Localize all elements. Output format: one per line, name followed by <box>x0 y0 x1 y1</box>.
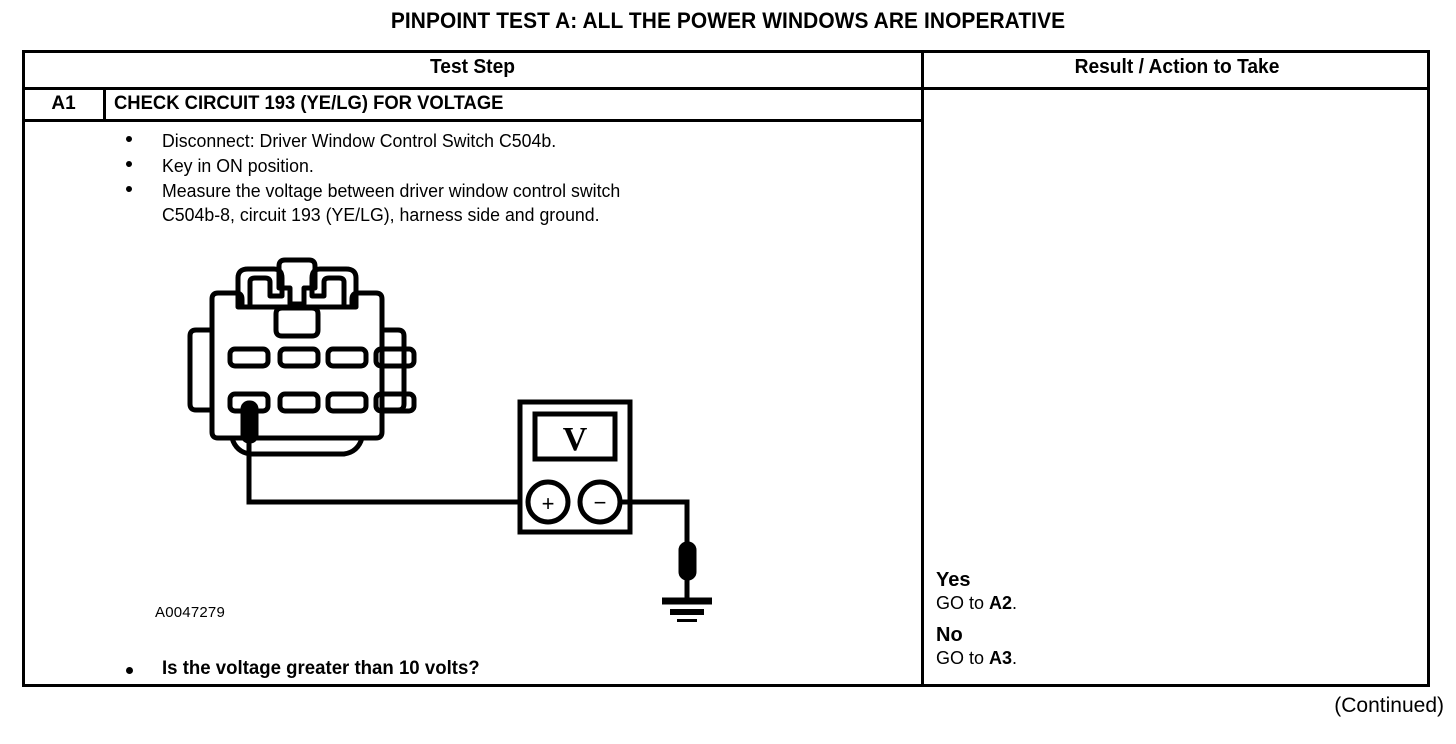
pinpoint-test-table <box>22 50 1430 687</box>
result-action-no: GO to A3. <box>936 647 1416 670</box>
instruction-text: Disconnect: Driver Window Control Switch… <box>162 131 557 151</box>
list-item: Key in ON position. <box>120 154 880 178</box>
connector-left-flange <box>187 327 215 413</box>
negative-test-lead <box>620 499 690 547</box>
result-label-yes: Yes <box>936 569 971 591</box>
page-title: PINPOINT TEST A: ALL THE POWER WINDOWS A… <box>390 8 1066 33</box>
result-action-suffix: . <box>1012 593 1018 613</box>
bullet-dot-icon <box>126 136 132 142</box>
instruction-text: Measure the voltage between driver windo… <box>162 181 621 201</box>
figure-id: A0047279 <box>155 604 226 621</box>
bullet-dot-icon <box>126 186 132 192</box>
wiring-test-figure: V + − <box>150 252 770 622</box>
connector-latch-right-arm <box>309 266 359 310</box>
voltmeter-positive-label: + <box>542 491 555 516</box>
voltmeter-negative-label: − <box>594 490 607 515</box>
column-header-result-action: Result / Action to Take <box>1074 56 1280 78</box>
question-text: Is the voltage greater than 10 volts? <box>162 658 480 679</box>
voltmeter-display-label: V <box>563 421 588 458</box>
result-action-prefix: GO to <box>936 648 990 668</box>
result-action-suffix: . <box>1012 648 1018 668</box>
continued-note: (Continued) <box>1334 694 1444 717</box>
column-header-test-step: Test Step <box>429 56 515 78</box>
step-title-rule <box>22 119 921 122</box>
step-instruction-list: Disconnect: Driver Window Control Switch… <box>120 129 880 228</box>
step-question: Is the voltage greater than 10 volts? <box>120 658 880 680</box>
list-item: Measure the voltage between driver windo… <box>120 179 880 227</box>
list-item: Disconnect: Driver Window Control Switch… <box>120 129 880 153</box>
figure-svg: V + − <box>187 257 712 622</box>
result-action-list: Yes GO to A2. No GO to A3. <box>936 568 1416 678</box>
connector-latch-left-arm <box>235 266 285 310</box>
step-title: CHECK CIRCUIT 193 (YE/LG) FOR VOLTAGE <box>114 93 504 114</box>
result-action-target[interactable]: A2 <box>989 593 1013 613</box>
result-action-prefix: GO to <box>936 593 990 613</box>
instruction-text: Key in ON position. <box>162 156 314 176</box>
connector-latch-square <box>273 305 321 339</box>
step-id-divider <box>103 90 106 119</box>
bullet-dot-icon <box>126 161 132 167</box>
voltmeter-positive-terminal <box>525 479 571 525</box>
result-action-target[interactable]: A3 <box>989 648 1013 668</box>
pin-cavity <box>227 346 271 369</box>
pin-cavity <box>373 346 417 369</box>
pin-cavity <box>373 391 417 414</box>
probe-tip-icon <box>240 400 259 444</box>
connector-latch-post <box>276 257 318 307</box>
pin-cavity <box>277 346 321 369</box>
voltmeter-display <box>532 411 618 462</box>
column-divider <box>921 50 924 687</box>
pin-cavity <box>325 391 369 414</box>
pin-cavity <box>325 346 369 369</box>
connector-bottom-skirt <box>229 435 365 457</box>
step-id: A1 <box>51 93 76 114</box>
ground-probe-tip-icon <box>678 541 697 581</box>
instruction-text-continuation: C504b-8, circuit 193 (YE/LG), harness si… <box>162 205 600 225</box>
voltmeter-body <box>517 399 633 535</box>
bullet-dot-icon <box>126 667 133 674</box>
pin-cavity <box>277 391 321 414</box>
header-rule <box>22 87 1430 90</box>
connector-right-flange <box>379 327 407 413</box>
result-action-yes: GO to A2. <box>936 592 1416 615</box>
result-label-no: No <box>936 624 963 646</box>
